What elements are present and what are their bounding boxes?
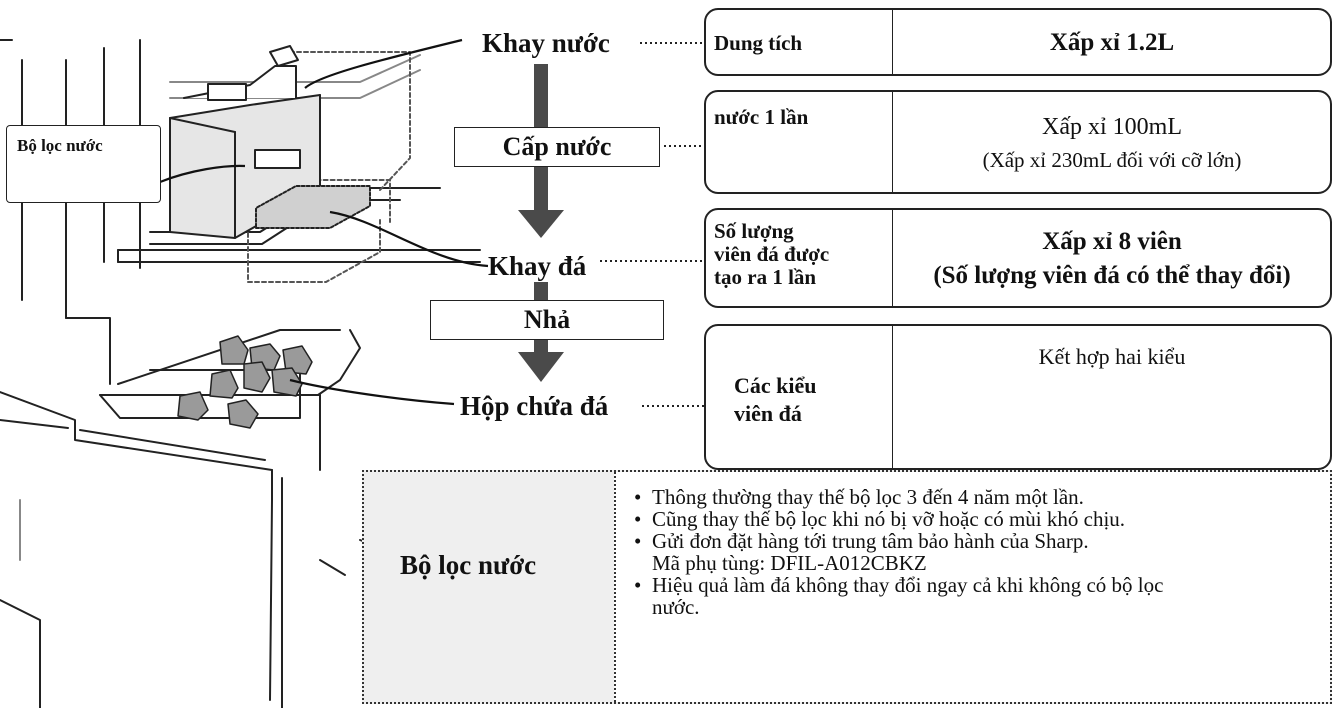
water-supply-step: Cấp nước bbox=[454, 127, 660, 167]
list-item: Cũng thay thế bộ lọc khi nó bị vỡ hoặc c… bbox=[632, 508, 1163, 530]
ice-count-value: Xấp xỉ 8 viên bbox=[1042, 228, 1182, 255]
water-filter-note-list: Thông thường thay thế bộ lọc 3 đến 4 năm… bbox=[632, 486, 1163, 618]
ice-count-label-line1: Số lượng bbox=[714, 219, 794, 243]
release-step: Nhả bbox=[430, 300, 664, 340]
water-filter-callout: Bộ lọc nước bbox=[6, 125, 161, 203]
spec-divider bbox=[892, 326, 893, 468]
water-filter-note-body: Thông thường thay thế bộ lọc 3 đến 4 năm… bbox=[614, 472, 1330, 702]
capacity-spec-box: Dung tích Xấp xỉ 1.2L bbox=[704, 8, 1332, 76]
list-item: nước. bbox=[652, 595, 700, 619]
ice-shape-spec-box: Các kiểu viên đá Kết hợp hai kiểu bbox=[704, 324, 1332, 470]
ice-count-label-line3: tạo ra 1 lần bbox=[714, 265, 817, 289]
release-step-label: Nhả bbox=[523, 305, 571, 334]
ice-count-label-line2: viên đá được bbox=[714, 242, 830, 266]
water-supply-step-label: Cấp nước bbox=[502, 132, 612, 161]
ice-box-label: Hộp chứa đá bbox=[460, 391, 609, 421]
supply-spec-box: nước 1 lần Xấp xỉ 100mL (Xấp xỉ 230mL đố… bbox=[704, 90, 1332, 194]
list-item: Hiệu quả làm đá không thay đổi ngay cả k… bbox=[632, 574, 1163, 596]
water-filter-note: Bộ lọc nước Thông thường thay thế bộ lọc… bbox=[362, 470, 1332, 704]
ice-shape-label-line1: Các kiểu bbox=[734, 373, 817, 398]
list-item: Thông thường thay thế bộ lọc 3 đến 4 năm… bbox=[632, 486, 1163, 508]
list-item: Mã phụ tùng: DFIL-A012CBKZ bbox=[652, 551, 927, 575]
ice-count-spec-box: Số lượng viên đá được tạo ra 1 lần Xấp x… bbox=[704, 208, 1332, 308]
ice-tray-label: Khay đá bbox=[488, 251, 587, 281]
water-filter-callout-label: Bộ lọc nước bbox=[17, 136, 103, 155]
capacity-label: Dung tích bbox=[714, 31, 803, 55]
list-item: Gửi đơn đặt hàng tới trung tâm bảo hành … bbox=[632, 530, 1163, 552]
supply-label: nước 1 lần bbox=[714, 105, 809, 129]
water-tank-label: Khay nước bbox=[482, 28, 610, 58]
capacity-value: Xấp xỉ 1.2L bbox=[1049, 29, 1175, 56]
spec-divider bbox=[892, 210, 893, 306]
ice-count-note: (Số lượng viên đá có thể thay đổi) bbox=[933, 262, 1291, 289]
spec-divider bbox=[892, 92, 893, 192]
spec-divider bbox=[892, 10, 893, 74]
ice-shape-label-line2: viên đá bbox=[734, 401, 802, 426]
ice-shape-value: Kết hợp hai kiểu bbox=[1038, 344, 1186, 369]
water-filter-note-title: Bộ lọc nước bbox=[400, 550, 537, 580]
supply-value-large: (Xấp xỉ 230mL đối với cỡ lớn) bbox=[982, 148, 1242, 172]
supply-value-main: Xấp xỉ 100mL bbox=[1042, 114, 1182, 140]
